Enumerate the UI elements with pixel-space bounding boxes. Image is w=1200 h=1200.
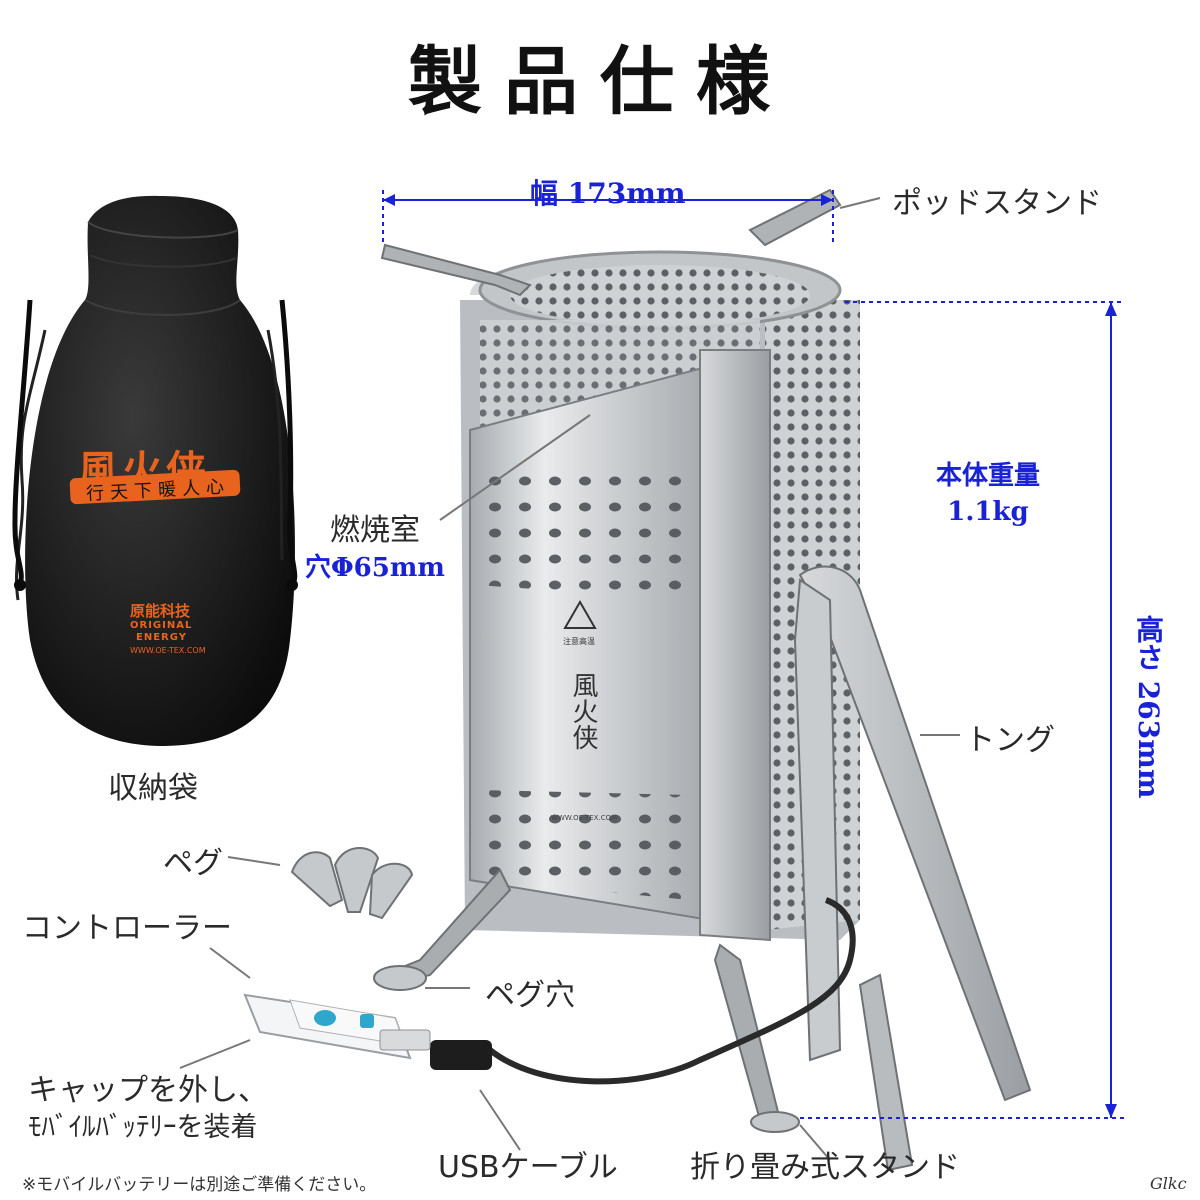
stove-logo: 風火侠 — [568, 672, 598, 750]
bag-url: WWW.OE-TEX.COM — [130, 646, 206, 655]
pot-stand-label: ポッドスタンド — [892, 186, 1102, 221]
peg-hole-label: ペグ穴 — [485, 978, 575, 1013]
cap-instruction-line2: ﾓﾊﾞｲﾙﾊﾞｯﾃﾘｰを装着 — [28, 1112, 258, 1143]
width-dimension-label: 幅 173mm — [530, 177, 686, 210]
footnote: ※モバイルバッテリーは別途ご準備ください。 — [22, 1175, 377, 1195]
weight-value: 1.1kg — [947, 497, 1029, 527]
bag-company-en2: ENERGY — [136, 632, 187, 643]
peg-label: ペグ — [163, 846, 223, 881]
usb-cable-icon — [488, 897, 856, 1085]
bag-company: 原能科技 — [130, 602, 191, 620]
chamber-label: 燃焼室 — [330, 513, 420, 548]
tongs-icon — [793, 565, 1032, 1172]
chamber-hole-size: 穴Φ65mm — [305, 553, 445, 583]
storage-bag-label: 収納袋 — [108, 771, 198, 806]
page-title: 製品仕様 — [408, 39, 792, 125]
stove-badge: 注意高温 — [563, 637, 595, 646]
cap-instruction-line1: キャップを外し、 — [28, 1073, 268, 1108]
signature: Glkc — [1150, 1174, 1187, 1193]
usb-controller-icon — [243, 993, 431, 1060]
controller-label: コントローラー — [22, 911, 232, 946]
storage-bag-icon — [12, 195, 298, 746]
stove-icon — [373, 188, 860, 1133]
bag-brand: 風火侠 — [78, 447, 210, 494]
stove-url: WWW.OE-TEX.COM — [551, 814, 618, 822]
peg-icon — [290, 846, 414, 920]
weight-label: 本体重量 — [935, 461, 1040, 491]
folding-stand-label: 折り畳み式スタンド — [690, 1150, 960, 1185]
usb-cable-label: USBケーブル — [438, 1150, 618, 1185]
height-dimension-label: 高さ 263mm — [1132, 615, 1165, 799]
tongs-label: トング — [965, 723, 1055, 758]
bag-company-en1: ORIGINAL — [130, 620, 193, 631]
